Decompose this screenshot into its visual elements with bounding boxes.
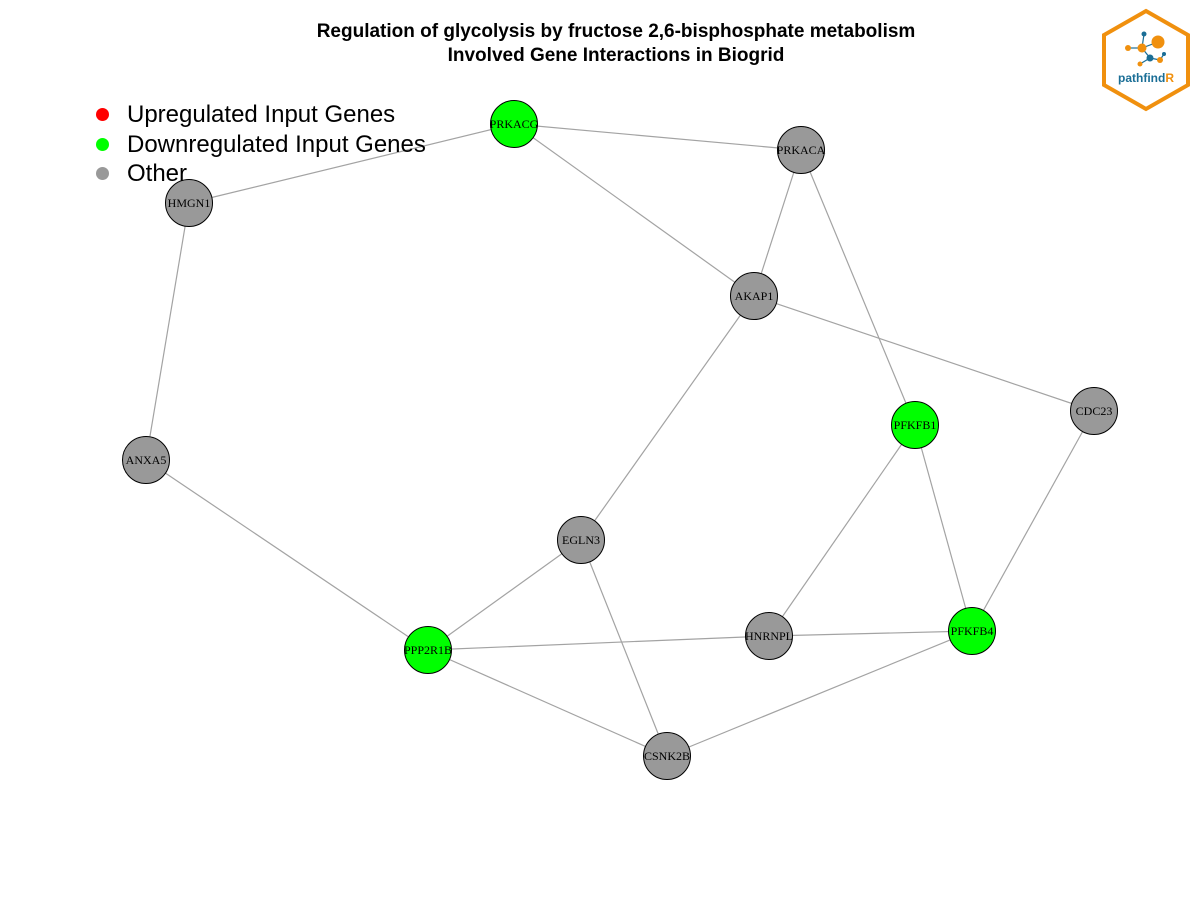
legend: Upregulated Input Genes Downregulated In… xyxy=(96,100,426,189)
edge-egln3-ppp2r1b xyxy=(427,539,582,651)
edge-pfkfb4-csnk2b xyxy=(666,630,973,757)
node-circle-pfkfb4 xyxy=(948,607,996,655)
node-circle-hmgn1 xyxy=(165,179,213,227)
node-pfkfb1: PFKFB1 xyxy=(891,401,939,449)
node-label-cdc23: CDC23 xyxy=(1076,404,1113,418)
edge-ppp2r1b-csnk2b xyxy=(427,649,668,757)
node-circle-prkaca xyxy=(777,126,825,174)
node-circle-anxa5 xyxy=(122,436,170,484)
figure-title: Regulation of glycolysis by fructose 2,6… xyxy=(216,20,1016,68)
edge-hnrnpl-pfkfb4 xyxy=(768,630,973,637)
node-akap1: AKAP1 xyxy=(730,272,778,320)
node-anxa5: ANXA5 xyxy=(122,436,170,484)
node-label-csnk2b: CSNK2B xyxy=(644,749,690,763)
legend-item-upregulated: Upregulated Input Genes xyxy=(96,100,426,130)
node-circle-pfkfb1 xyxy=(891,401,939,449)
edge-layer xyxy=(145,123,1095,757)
downregulated-dot-icon xyxy=(96,137,109,151)
node-ppp2r1b: PPP2R1B xyxy=(404,626,452,674)
node-layer: PRKACG PRKACA HMGN1AKAP1CDC23PFKFB1ANXA5EG… xyxy=(122,100,1118,780)
legend-label-other: Other xyxy=(127,160,188,188)
node-circle-prkacg xyxy=(490,100,538,148)
legend-item-other: Other xyxy=(96,159,426,189)
node-label-akap1: AKAP1 xyxy=(735,289,774,303)
upregulated-dot-icon xyxy=(96,108,109,122)
edge-anxa5-ppp2r1b xyxy=(145,459,429,651)
node-egln3: EGLN3 xyxy=(557,516,605,564)
edge-pfkfb1-hnrnpl xyxy=(768,424,916,637)
pathfindr-logo: pathfindR xyxy=(1102,8,1190,112)
edge-cdc23-pfkfb4 xyxy=(971,410,1095,632)
title-line-1: Regulation of glycolysis by fructose 2,6… xyxy=(316,21,916,42)
node-circle-hnrnpl xyxy=(745,612,793,660)
edge-akap1-cdc23 xyxy=(753,295,1095,412)
node-label-hnrnpl: HNRNPL xyxy=(745,629,793,643)
node-prkaca: PRKACA xyxy=(777,126,826,174)
node-circle-csnk2b xyxy=(643,732,691,780)
edge-prkacg-akap1 xyxy=(513,123,755,297)
logo-text-accent: R xyxy=(1165,71,1174,85)
node-hnrnpl: HNRNPL xyxy=(745,612,793,660)
edge-prkaca-pfkfb1 xyxy=(800,149,916,426)
edge-prkaca-akap1 xyxy=(753,149,802,297)
node-circle-akap1 xyxy=(730,272,778,320)
node-circle-cdc23 xyxy=(1070,387,1118,435)
node-label-egln3: EGLN3 xyxy=(562,533,600,547)
logo-text-main: pathfind xyxy=(1118,71,1165,85)
legend-label-upregulated: Upregulated Input Genes xyxy=(127,101,396,129)
edge-akap1-egln3 xyxy=(580,295,755,541)
node-label-prkaca: PRKACA xyxy=(777,143,826,157)
edge-pfkfb1-pfkfb4 xyxy=(914,424,973,632)
node-circle-ppp2r1b xyxy=(404,626,452,674)
edge-hmgn1-anxa5 xyxy=(145,202,190,461)
node-pfkfb4: PFKFB4 xyxy=(948,607,996,655)
edge-ppp2r1b-hnrnpl xyxy=(427,635,770,651)
legend-item-downregulated: Downregulated Input Genes xyxy=(96,130,426,160)
node-hmgn1: HMGN1 xyxy=(165,179,213,227)
node-prkacg: PRKACG xyxy=(490,100,539,148)
node-label-anxa5: ANXA5 xyxy=(126,453,167,467)
edge-prkacg-prkaca xyxy=(513,123,802,151)
logo-network-icon xyxy=(1125,31,1166,67)
legend-label-downregulated: Downregulated Input Genes xyxy=(127,130,426,158)
node-csnk2b: CSNK2B xyxy=(643,732,691,780)
logo-wordmark: pathfindR xyxy=(1118,71,1174,85)
node-circle-egln3 xyxy=(557,516,605,564)
node-label-pfkfb4: PFKFB4 xyxy=(951,624,994,638)
node-label-prkacg: PRKACG xyxy=(490,117,539,131)
other-dot-icon xyxy=(96,167,109,181)
title-line-2: Involved Gene Interactions in Biogrid xyxy=(447,45,785,66)
node-cdc23: CDC23 xyxy=(1070,387,1118,435)
node-label-ppp2r1b: PPP2R1B xyxy=(404,643,452,657)
edge-prkacg-hmgn1 xyxy=(188,123,515,204)
edge-egln3-csnk2b xyxy=(580,539,668,757)
node-label-pfkfb1: PFKFB1 xyxy=(894,418,937,432)
node-label-hmgn1: HMGN1 xyxy=(168,196,211,210)
